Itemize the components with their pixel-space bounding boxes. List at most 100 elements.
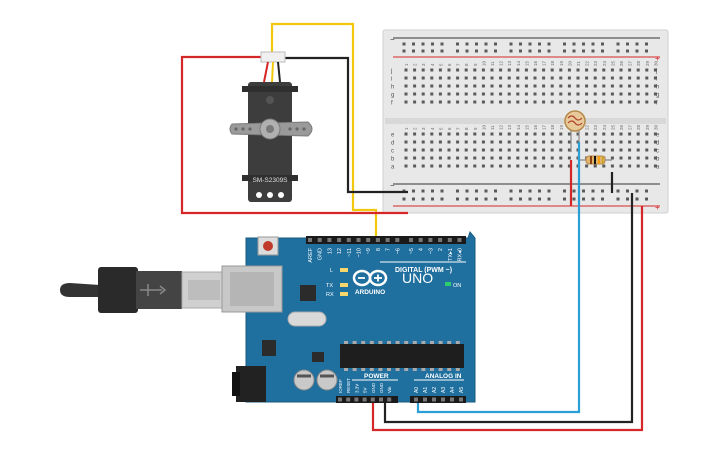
column-number: 17 [542, 60, 547, 66]
column-number: 14 [516, 60, 521, 66]
row-letter: d [391, 141, 394, 147]
horn-holes [234, 127, 306, 131]
column-number: 28 [636, 124, 641, 130]
row-letter: b [391, 157, 395, 163]
column-number: 19 [559, 124, 564, 130]
row-letter: j [390, 69, 392, 75]
power-header [336, 396, 398, 403]
column-number: 16 [533, 124, 538, 130]
row-letter: b [656, 157, 660, 163]
digital-pin-label: 7 [386, 248, 392, 251]
digital-pin-label: 13 [327, 248, 333, 254]
analog-wire[interactable] [416, 142, 581, 414]
digital-pin-label: 12 [337, 248, 343, 254]
column-number: 29 [645, 60, 650, 66]
servo-model-label: SM-S2309S [252, 177, 288, 184]
row-letter: a [656, 165, 660, 171]
usb-chip [300, 285, 316, 301]
capacitor-1 [293, 369, 315, 391]
column-number: 4 [430, 63, 435, 66]
column-number: 5 [438, 63, 443, 66]
servo-power-wire[interactable] [180, 55, 408, 215]
column-number: 1 [404, 63, 409, 66]
row-letter: i [391, 77, 392, 83]
usb-cable[interactable] [60, 267, 223, 313]
analog-pin-label: A5 [459, 387, 465, 393]
row-letter: g [656, 93, 659, 99]
column-number: 30 [653, 124, 658, 130]
row-letter: h [656, 85, 659, 91]
power-header-label: POWER [364, 373, 389, 380]
digital-pin-label: ~11 [347, 248, 353, 257]
rail-plus-label-bottom: + [655, 203, 660, 212]
digital-pin-label: GND [318, 248, 324, 260]
row-letter: e [391, 133, 395, 139]
power-jack [236, 366, 266, 402]
servo-connector [260, 51, 286, 63]
column-number: 3 [421, 63, 426, 66]
signal-wire[interactable] [270, 22, 378, 238]
arduino-5v-wire[interactable] [371, 206, 644, 432]
column-number: 8 [464, 127, 469, 130]
resistor[interactable] [579, 155, 612, 165]
column-number: 20 [567, 60, 572, 66]
column-number: 2 [413, 127, 418, 130]
analog-pin-label: A2 [432, 387, 438, 393]
column-numbers: 1122334455667788991010111112121313141415… [404, 60, 658, 130]
column-number: 11 [490, 61, 495, 66]
analog-pin-label: A1 [423, 387, 429, 393]
row-letter: i [656, 77, 657, 83]
column-number: 4 [430, 127, 435, 130]
rail-minus-label-top: − [390, 35, 395, 44]
row-letter: h [391, 85, 394, 91]
row-letter: e [656, 133, 660, 139]
led-label-l: L [330, 268, 333, 274]
power-pin-label: Vin [387, 386, 392, 393]
digital-pin-label: ~5 [409, 248, 415, 254]
analog-pin-label: A4 [450, 387, 456, 393]
atmega-chip [340, 344, 464, 368]
column-number: 8 [464, 63, 469, 66]
digital-pin-label: AREF [308, 247, 314, 262]
board-label: UNO [402, 270, 433, 286]
power-pin-label: IOREF [338, 379, 343, 393]
arduino-ground-wire[interactable] [383, 193, 634, 424]
digital-pin-label: 8 [376, 248, 382, 251]
servo-ground-wire[interactable] [282, 56, 408, 194]
digital-pin-label: RX◂0 [458, 248, 464, 261]
column-number: 22 [585, 124, 590, 130]
servo-motor[interactable]: SM-S2309S [229, 51, 313, 202]
led-label-tx: TX [326, 283, 333, 289]
analog-pin-label: A3 [441, 387, 447, 393]
column-number: 15 [524, 60, 529, 66]
arduino-brand-label: ARDUINO [355, 289, 385, 296]
column-number: 14 [516, 124, 521, 130]
arduino-logo: ARDUINO [352, 269, 388, 296]
column-number: 2 [413, 63, 418, 66]
column-number: 1 [404, 127, 409, 130]
row-letter: c [656, 149, 659, 155]
digital-pin-label: 2 [438, 248, 444, 251]
column-number: 15 [524, 124, 529, 130]
analog-header [410, 396, 466, 403]
digital-pin-label: ~9 [366, 248, 372, 254]
photoresistor[interactable] [564, 110, 586, 152]
power-pin-label: GND [379, 382, 384, 393]
center-channel [385, 118, 666, 124]
led-label-rx: RX [326, 292, 334, 298]
column-number: 7 [456, 63, 461, 66]
power-pin-label: RESET [346, 378, 351, 393]
column-number: 30 [653, 60, 658, 66]
column-number: 17 [542, 124, 547, 130]
column-number: 10 [481, 60, 486, 66]
row-letter: g [391, 93, 394, 99]
column-number: 12 [499, 60, 504, 66]
digital-pin-label: ~6 [395, 248, 401, 254]
